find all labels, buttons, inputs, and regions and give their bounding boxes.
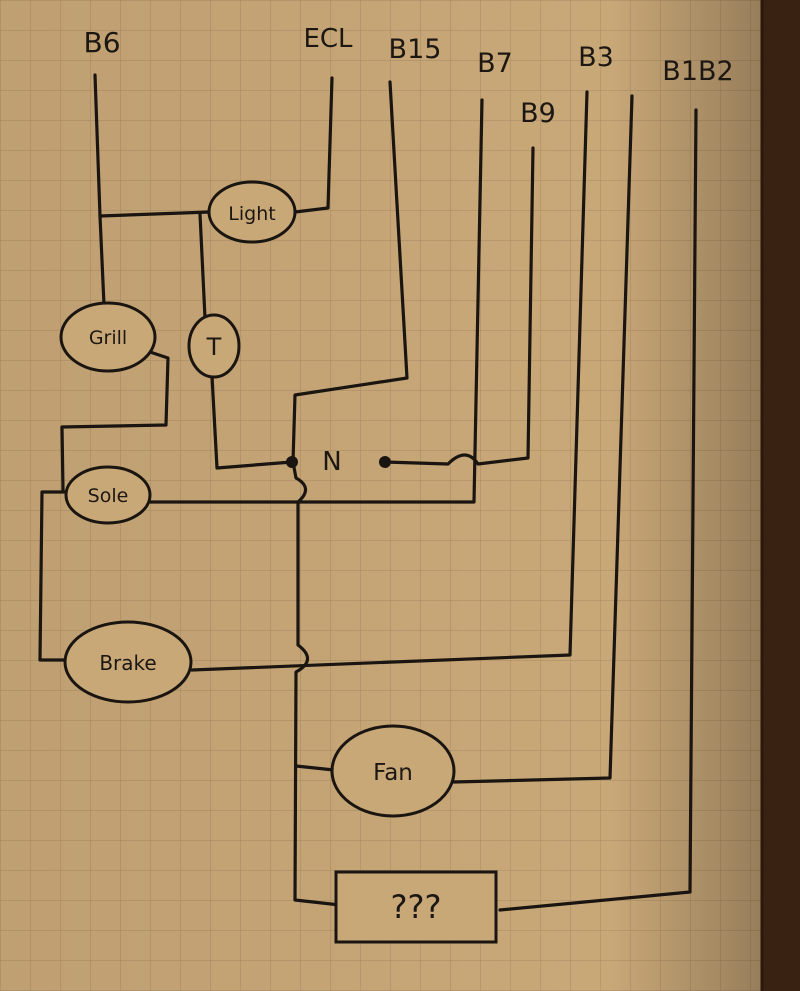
fan-label: Fan [373, 760, 413, 786]
wire-b6 [93, 73, 102, 218]
wire-b1 [452, 94, 634, 784]
wire-grill-to-sole [60, 350, 170, 492]
wire-bus-to-fan [294, 764, 336, 772]
fan-circle [330, 724, 456, 818]
terminal-b15-label: B15 [389, 34, 442, 65]
element-component: ??? [334, 870, 498, 944]
wire-thermostat-to-n [210, 374, 294, 470]
brake-circle [63, 620, 193, 704]
sole-label: Sole [88, 485, 129, 507]
neutral-dot-right [379, 456, 391, 468]
terminal-labels: B6 ECL B15 B7 B3 B1B2 B9 [83, 24, 733, 129]
terminal-b1b2-label: B1B2 [662, 56, 733, 87]
brake-component: Brake [63, 620, 193, 704]
grill-component: Grill [59, 301, 157, 373]
element-label: ??? [391, 888, 442, 926]
fan-component: Fan [330, 724, 456, 818]
wire-sole-to-brake [38, 490, 70, 662]
wire-b15 [291, 80, 409, 464]
element-box [334, 870, 498, 944]
thermostat-label: T [206, 333, 222, 361]
neutral-label: N [322, 447, 341, 477]
terminal-b7-label: B7 [477, 48, 513, 79]
wire-b2 [498, 108, 698, 912]
light-component: Light [207, 180, 297, 244]
neutral-dot-left [286, 456, 298, 468]
sole-circle [64, 465, 152, 525]
grill-label: Grill [89, 327, 127, 349]
terminal-b6-label: B6 [83, 26, 120, 59]
light-label: Light [228, 203, 275, 225]
wire-b6-to-light [98, 210, 212, 218]
wire-to-grill [98, 214, 106, 307]
wire-b9 [383, 146, 535, 466]
wire-n-bus [291, 460, 342, 907]
thermostat-component: T [187, 313, 241, 379]
wire-b7 [148, 98, 484, 504]
wire-to-thermostat [198, 212, 207, 320]
thermostat-circle [187, 313, 241, 379]
light-circle [207, 180, 297, 244]
wire-ecl [293, 76, 334, 214]
grill-circle [59, 301, 157, 373]
sole-component: Sole [64, 465, 152, 525]
wires [38, 73, 698, 912]
terminal-ecl-label: ECL [303, 24, 353, 54]
brake-label: Brake [99, 651, 156, 675]
terminal-b3-label: B3 [578, 42, 614, 73]
terminal-b9-label: B9 [520, 98, 556, 129]
neutral-junction: N [286, 447, 391, 477]
wire-b3 [190, 90, 589, 672]
